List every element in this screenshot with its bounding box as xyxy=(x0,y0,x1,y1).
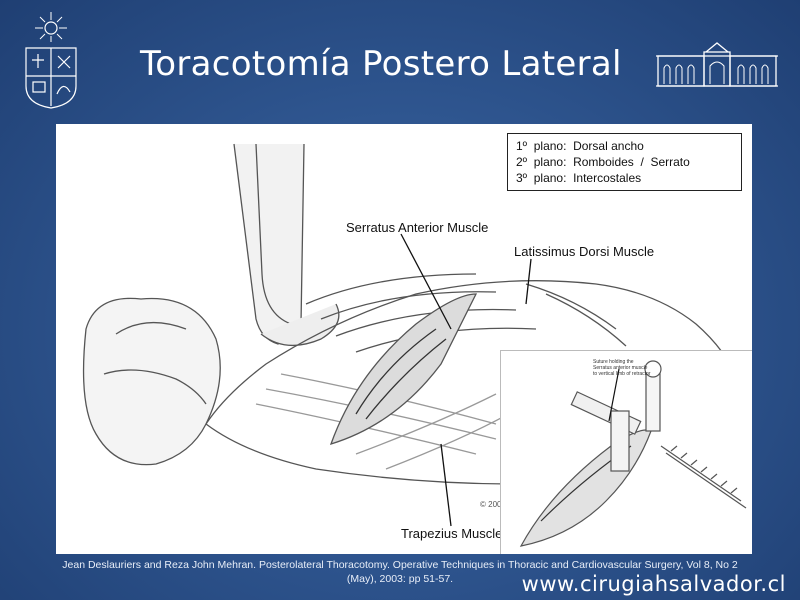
plane-legend: 1º plano: Dorsal ancho 2º plano: Romboid… xyxy=(507,133,742,191)
latissimus-label: Latissimus Dorsi Muscle xyxy=(514,244,655,259)
inset-note: Suture holding the Serratus anterior mus… xyxy=(593,359,651,377)
citation: Jean Deslauriers and Reza John Mehran. P… xyxy=(62,559,738,585)
plane-2: 2º plano: Romboides / Serrato xyxy=(516,155,690,169)
retractor-drawing xyxy=(519,360,747,547)
retractor-inset: Suture holding the Serratus anterior mus… xyxy=(500,350,752,554)
patient-drawing xyxy=(82,143,747,527)
serratus-label: Serratus Anterior Muscle xyxy=(346,220,489,235)
slide-title: Toracotomía Postero Lateral xyxy=(140,44,622,84)
university-building-icon xyxy=(654,40,780,90)
university-crest-icon xyxy=(20,8,82,110)
plane-1: 1º plano: Dorsal ancho xyxy=(516,139,644,153)
surgical-illustration: 1º plano: Dorsal ancho 2º plano: Romboid… xyxy=(56,124,752,554)
website-url: www.cirugiahsalvador.cl xyxy=(521,572,786,596)
plane-3: 3º plano: Intercostales xyxy=(516,171,642,185)
copyright-mark: © 2003 xyxy=(480,500,506,509)
trapezius-label: Trapezius Muscle xyxy=(401,526,503,541)
